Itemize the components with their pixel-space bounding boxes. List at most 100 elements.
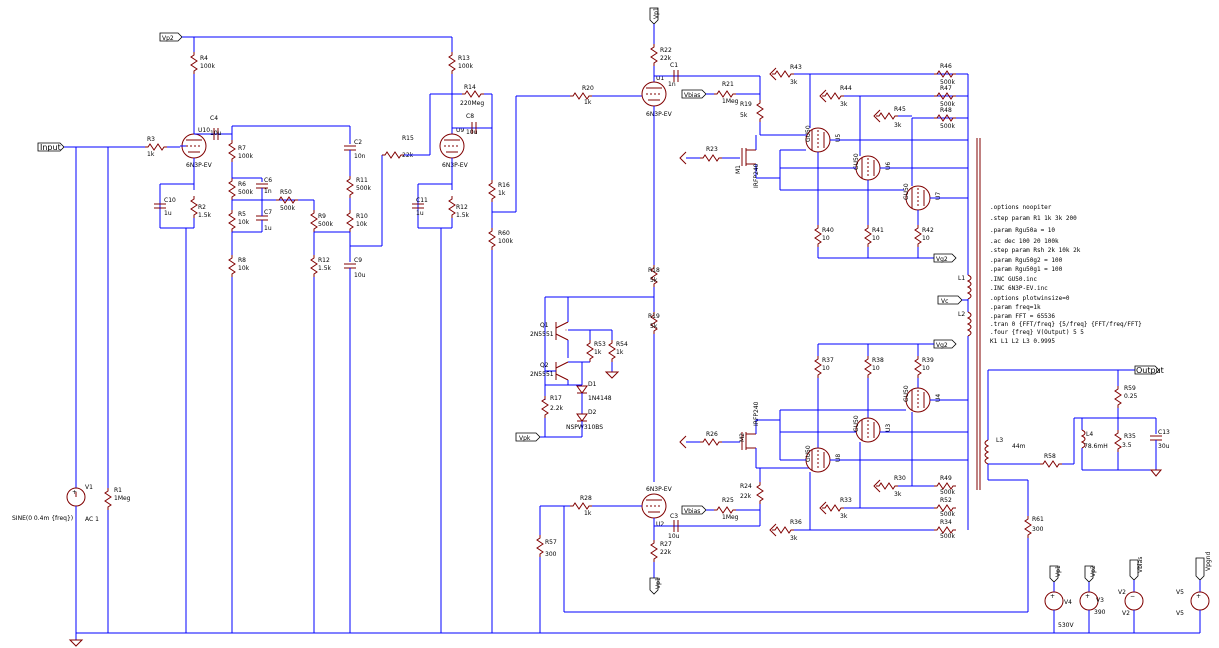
r11-value: 500k — [356, 185, 371, 192]
r38-value: 10 — [872, 365, 880, 372]
output-label: Output — [1136, 366, 1164, 375]
r28-ref: R28 — [580, 495, 592, 502]
r42-resistor — [914, 225, 922, 247]
r9-resistor — [310, 210, 318, 232]
vbias-flag-supply[interactable] — [1129, 559, 1139, 581]
svg-text:+: + — [1085, 593, 1090, 600]
r44-resistor — [822, 92, 844, 100]
u5-model: GU50 — [805, 125, 812, 142]
r20-resistor — [570, 92, 592, 100]
v1-ac: AC 1 — [85, 516, 99, 523]
vc-flag[interactable] — [937, 295, 963, 305]
lower-output-bank: Vg2 R37 10 R38 10 R39 10 U4 GU50 U3 GU50 — [769, 339, 969, 542]
vp1-flag-bottom[interactable] — [649, 577, 659, 595]
directive-13: .four {freq} V(Output) 5 5 — [990, 329, 1084, 336]
r8-value: 10k — [238, 265, 250, 272]
v2-ref: V2 — [1118, 589, 1126, 596]
r9-value: 500k — [318, 221, 333, 228]
vbias-flag-lower[interactable] — [681, 505, 707, 515]
r12-ref: R12 — [318, 257, 330, 264]
r59-resistor — [1114, 386, 1122, 408]
m1-ref: M1 — [735, 165, 742, 174]
r44-ref: R44 — [840, 85, 852, 92]
r13-ref: R13 — [458, 55, 470, 62]
r47-ref: R47 — [940, 85, 952, 92]
vg2-flag-upper[interactable] — [933, 253, 957, 263]
c2-value: 10n — [354, 153, 366, 160]
l1-inductor — [966, 274, 972, 300]
r61-resistor — [1024, 516, 1032, 538]
r17-ref: R17 — [550, 395, 562, 402]
input-flag[interactable] — [37, 142, 65, 152]
vg2-label-lower: Vg2 — [936, 342, 948, 349]
v1-ref: V1 — [85, 484, 93, 491]
r16-ref: R16 — [498, 182, 510, 189]
v4-ref: V4 — [1064, 599, 1072, 606]
vp2-flag-left[interactable] — [159, 32, 183, 42]
r36-ref: R36 — [790, 519, 802, 526]
svg-text:+: + — [72, 489, 77, 496]
r24-resistor — [756, 482, 764, 504]
r15-resistor — [382, 151, 404, 159]
r33-ref: R33 — [840, 497, 852, 504]
v5-label: V5 — [1176, 610, 1184, 617]
r19-resistor — [756, 100, 764, 122]
svg-text:+: + — [1196, 593, 1201, 600]
l4-value: 78.6mH — [1084, 443, 1108, 450]
vpgnd-flag-supply[interactable] — [1195, 557, 1205, 581]
vp2-flag-supply[interactable] — [1084, 565, 1094, 583]
vp1-label-top: Vp1 — [653, 7, 660, 19]
svg-text:+: + — [1050, 593, 1055, 600]
tone-network: R7 100k R6 500k C6 1n R5 10k C7 1u R8 10… — [228, 125, 430, 633]
r3-ref: R3 — [147, 136, 155, 143]
r22-ref: R22 — [660, 47, 672, 54]
ground-rail — [68, 632, 1200, 647]
v4-value: 530V — [1058, 622, 1074, 629]
input-label: Input — [40, 143, 61, 152]
output-transformer: L1 L2 Vc — [937, 138, 981, 490]
r30-ref: R30 — [894, 475, 906, 482]
r12b-ref: R12 — [456, 204, 468, 211]
u3-ref: U3 — [885, 424, 892, 432]
c3-ref: C3 — [670, 513, 678, 520]
c4-value: 10u — [210, 130, 222, 137]
r18-ref: R18 — [648, 267, 660, 274]
r13-value: 100k — [458, 63, 473, 70]
r5-resistor — [228, 210, 236, 232]
r14-value: 220Meg — [460, 100, 484, 107]
c10-value: 1u — [164, 210, 172, 217]
u8-ref: U8 — [835, 454, 842, 462]
r6-value: 500k — [238, 189, 253, 196]
upper-output-bank: R43 3k R44 3k R45 3k R46 500k R47 500k R… — [769, 63, 969, 263]
vpk-flag[interactable] — [515, 432, 541, 442]
c7-ref: C7 — [264, 209, 272, 216]
r19b-resistor — [650, 312, 658, 334]
r26-resistor — [700, 438, 722, 446]
u10-stage: U10 6N3P-EV C10 1u R2 1.5k C4 10u — [154, 115, 232, 633]
u7-model: GU50 — [903, 183, 910, 200]
r18-resistor — [650, 265, 658, 287]
v3-ref: V3 — [1096, 597, 1104, 604]
output-flag[interactable] — [1134, 365, 1160, 375]
r24-ref: R24 — [740, 483, 752, 490]
c3-value: 10u — [668, 533, 680, 540]
u4-model: GU50 — [903, 385, 910, 402]
r57-ref: R57 — [545, 539, 557, 546]
r26-ref: R26 — [706, 431, 718, 438]
vbias-flag-upper[interactable] — [681, 89, 707, 99]
supply-sources: Vp1 + V4 530V Vp2 + V3 390 Vbias − V2 V2… — [1044, 551, 1212, 633]
directive-2: .param Rgu50a = 10 — [990, 227, 1055, 234]
r50-value: 500k — [280, 205, 295, 212]
vp1-flag-top[interactable] — [649, 7, 659, 25]
r49-resistor — [934, 482, 956, 490]
r21-value: 1Meg — [722, 98, 739, 105]
u4-ref: U4 — [935, 394, 942, 402]
vp1-flag-supply[interactable] — [1049, 565, 1059, 583]
l4-inductor — [1080, 429, 1086, 449]
r34-resistor — [934, 526, 956, 534]
r37-resistor — [814, 356, 822, 378]
r58-resistor — [1040, 460, 1062, 468]
vg2-flag-lower[interactable] — [933, 339, 957, 349]
c2-ref: C2 — [354, 139, 362, 146]
r9-ref: R9 — [318, 213, 326, 220]
